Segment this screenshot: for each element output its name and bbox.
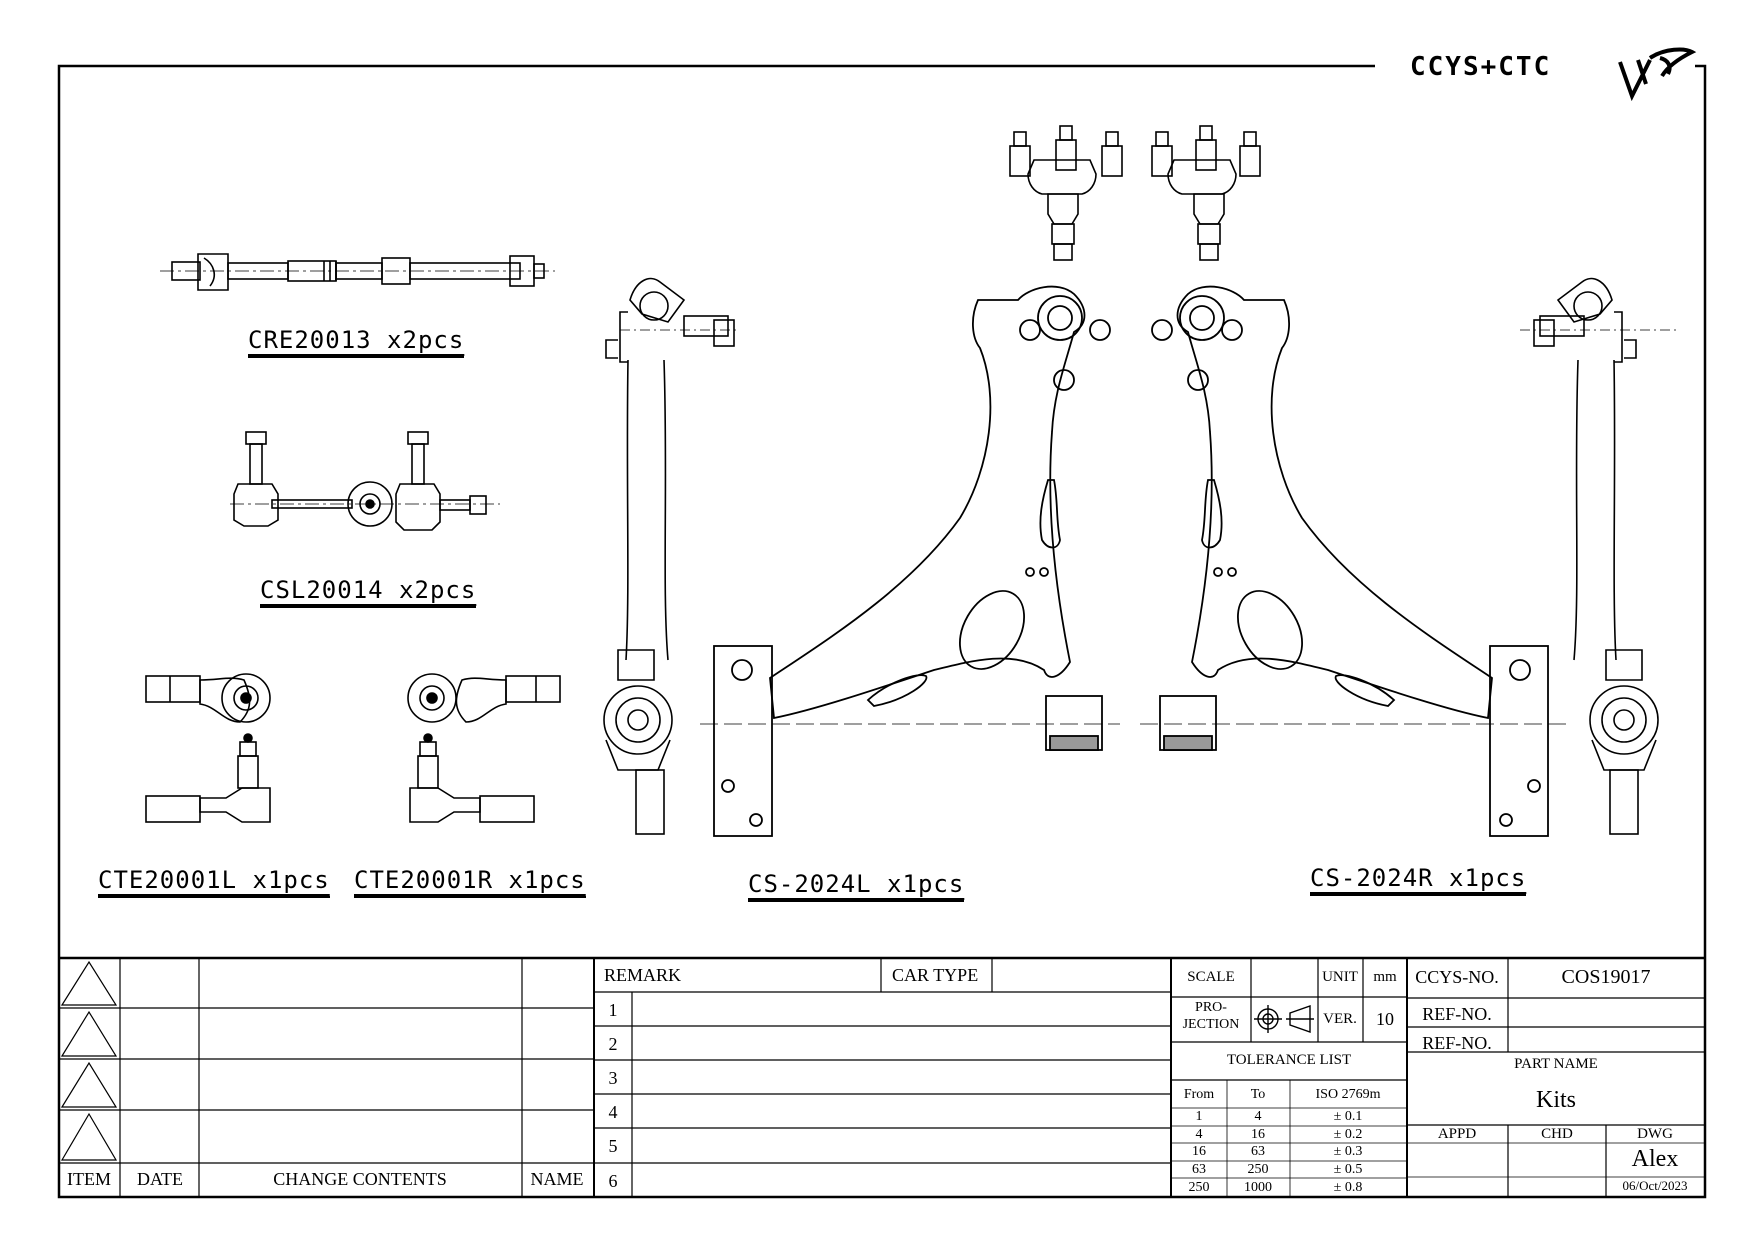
tolerance-from: 250 — [1188, 1180, 1210, 1195]
tolerance-from: 63 — [1192, 1162, 1206, 1177]
ball-joint-left-drawing — [1009, 125, 1123, 261]
tolerance-to: 250 — [1247, 1162, 1269, 1177]
tie-rod-end-left-drawing — [145, 673, 271, 823]
remark-row-number: 2 — [608, 1034, 618, 1054]
projection-label: JECTION — [1182, 1017, 1240, 1032]
part-name-label: PART NAME — [1514, 1056, 1598, 1072]
tolerance-to: 63 — [1251, 1144, 1265, 1159]
header-change-contents: CHANGE CONTENTS — [273, 1169, 447, 1189]
ver-label: VER. — [1323, 1011, 1357, 1027]
tolerance-from: 1 — [1195, 1109, 1203, 1124]
tolerance-to: 16 — [1251, 1127, 1265, 1142]
header-name: NAME — [530, 1169, 584, 1189]
tie-rod-end-right-drawing — [407, 673, 561, 823]
ball-joint-right-drawing — [1151, 125, 1261, 261]
part-name-value: Kits — [1535, 1087, 1577, 1113]
dwg-value: Alex — [1631, 1146, 1679, 1172]
projection-label: PRO- — [1195, 1000, 1227, 1015]
projection-symbol-icon — [1254, 1005, 1314, 1033]
part-label-cs-2024l: CS-2024L x1pcs — [748, 872, 965, 902]
header-date: DATE — [137, 1169, 183, 1189]
remark-row-number: 1 — [608, 1000, 618, 1020]
tolerance-value: ± 0.8 — [1333, 1180, 1363, 1195]
control-arm-right-drawing — [1140, 285, 1570, 837]
car-type-label: CAR TYPE — [892, 965, 979, 985]
brand-logo: CCYS+CTC — [1410, 52, 1552, 82]
tolerance-value: ± 0.5 — [1333, 1162, 1363, 1177]
ver-value: 10 — [1376, 1009, 1394, 1029]
part-label-cte20001r: CTE20001R x1pcs — [354, 868, 586, 898]
upright-left-drawing — [603, 277, 740, 835]
part-label-csl20014: CSL20014 x2pcs — [260, 578, 477, 608]
stabilizer-link-drawing — [230, 431, 500, 531]
ref-no-label: REF-NO. — [1422, 1033, 1492, 1053]
tolerance-value: ± 0.3 — [1333, 1144, 1363, 1159]
part-label-cre20013: CRE20013 x2pcs — [248, 328, 465, 358]
part-label-cs-2024r: CS-2024R x1pcs — [1310, 866, 1527, 896]
remark-row-number: 4 — [608, 1102, 618, 1122]
title-block-grid — [59, 956, 1705, 1197]
tolerance-to: 4 — [1254, 1109, 1262, 1124]
appd-label: APPD — [1437, 1126, 1477, 1142]
tolerance-title: TOLERANCE LIST — [1226, 1052, 1352, 1068]
tolerance-header-from: From — [1183, 1087, 1215, 1102]
logo-mark-icon — [1618, 47, 1697, 102]
remark-row-number: 6 — [608, 1171, 618, 1191]
dwg-label: DWG — [1637, 1126, 1673, 1142]
tolerance-header-to: To — [1250, 1087, 1266, 1102]
tolerance-value: ± 0.1 — [1333, 1109, 1363, 1124]
control-arm-left-drawing — [700, 285, 1120, 837]
remark-row-number: 5 — [608, 1136, 618, 1156]
tolerance-value: ± 0.2 — [1333, 1127, 1363, 1142]
tolerance-to: 1000 — [1244, 1180, 1272, 1195]
header-item: ITEM — [67, 1169, 111, 1189]
drawing-date: 06/Oct/2023 — [1622, 1178, 1688, 1193]
drawing-frame — [57, 64, 1707, 1199]
tolerance-from: 16 — [1192, 1144, 1206, 1159]
chd-label: CHD — [1541, 1126, 1573, 1142]
tolerance-header-iso: ISO 2769m — [1315, 1087, 1381, 1102]
ref-no-label: REF-NO. — [1422, 1004, 1492, 1024]
unit-label: UNIT — [1322, 969, 1358, 985]
tolerance-from: 4 — [1195, 1127, 1203, 1142]
remark-row-number: 3 — [608, 1068, 618, 1088]
part-label-cte20001l: CTE20001L x1pcs — [98, 868, 330, 898]
ccys-no-value: COS19017 — [1561, 966, 1651, 988]
tie-rod-drawing — [160, 253, 555, 291]
ccys-no-label: CCYS-NO. — [1415, 967, 1499, 987]
unit-value: mm — [1373, 969, 1397, 985]
remark-label: REMARK — [604, 965, 682, 985]
scale-label: SCALE — [1187, 969, 1235, 985]
upright-right-drawing — [1520, 277, 1680, 835]
